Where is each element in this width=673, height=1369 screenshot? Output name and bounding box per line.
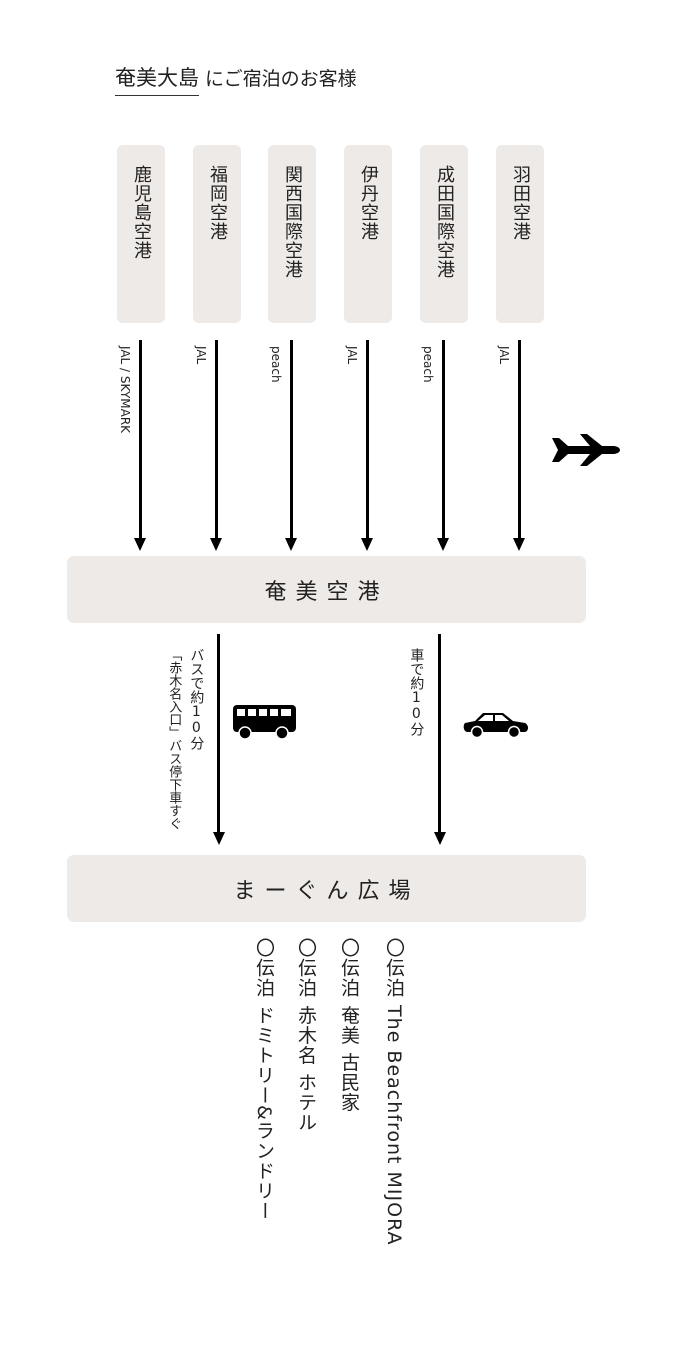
origin-airport-box: 福岡空港 (193, 145, 241, 323)
flight-route-arrow (214, 340, 218, 540)
arrowhead (513, 538, 525, 551)
arrowhead (210, 538, 222, 551)
origin-airport-label: 成田国際空港 (434, 165, 455, 279)
carrier-label: JAL (194, 346, 208, 365)
bus-route-arrow (217, 634, 220, 834)
carrier-label: peach (269, 346, 283, 383)
origin-airport-label: 福岡空港 (207, 165, 228, 241)
arrowhead (437, 538, 449, 551)
car-route-arrow (438, 634, 441, 834)
amami-airport-label: 奄美空港 (264, 579, 389, 605)
maagun-plaza-box: まーぐん広場 (67, 855, 586, 922)
carrier-label: JAL (345, 346, 359, 365)
arrowhead (134, 538, 146, 551)
flight-route-arrow (365, 340, 369, 540)
car-time-label: 車で約10分 (408, 648, 425, 736)
car-icon (463, 713, 528, 739)
hotel-item: 〇伝泊 赤木名 ホテル (295, 938, 317, 1133)
title-highlight: 奄美大島 (115, 66, 199, 96)
origin-airport-box: 成田国際空港 (420, 145, 468, 323)
flight-route-arrow (289, 340, 293, 540)
bus-stop-label: 「赤木名入口」バス停下車すぐ (166, 648, 182, 830)
arrowhead (361, 538, 373, 551)
origin-airport-box: 関西国際空港 (268, 145, 316, 323)
bus-icon (233, 705, 296, 740)
title-rest: にご宿泊のお客様 (205, 68, 357, 90)
carrier-label: JAL (497, 346, 511, 365)
origin-airport-label: 伊丹空港 (358, 165, 379, 241)
arrowhead (285, 538, 297, 551)
origin-airport-label: 羽田空港 (510, 165, 531, 241)
airplane-icon (552, 434, 620, 466)
origin-airport-box: 鹿児島空港 (117, 145, 165, 323)
maagun-plaza-label: まーぐん広場 (233, 878, 420, 904)
origin-airport-label: 関西国際空港 (282, 165, 303, 279)
hotel-item: 〇伝泊 ドミトリー&ランドリー (253, 938, 275, 1221)
origin-airport-label: 鹿児島空港 (131, 165, 152, 260)
arrowhead (212, 832, 225, 845)
amami-airport-box: 奄美空港 (67, 556, 586, 623)
hotel-item: 〇伝泊 奄美 古民家 (338, 938, 360, 1113)
flight-route-arrow (517, 340, 521, 540)
origin-airport-box: 羽田空港 (496, 145, 544, 323)
flight-route-arrow (441, 340, 445, 540)
carrier-label: JAL / SKYMARK (118, 346, 132, 434)
hotel-item: 〇伝泊 The Beachfront MIJORA (383, 938, 405, 1246)
carrier-label: peach (421, 346, 435, 383)
arrowhead (433, 832, 446, 845)
bus-time-label: バスで約10分 (188, 648, 205, 750)
flight-route-arrow (138, 340, 142, 540)
origin-airport-box: 伊丹空港 (344, 145, 392, 323)
page-title: 奄美大島にご宿泊のお客様 (115, 62, 357, 96)
